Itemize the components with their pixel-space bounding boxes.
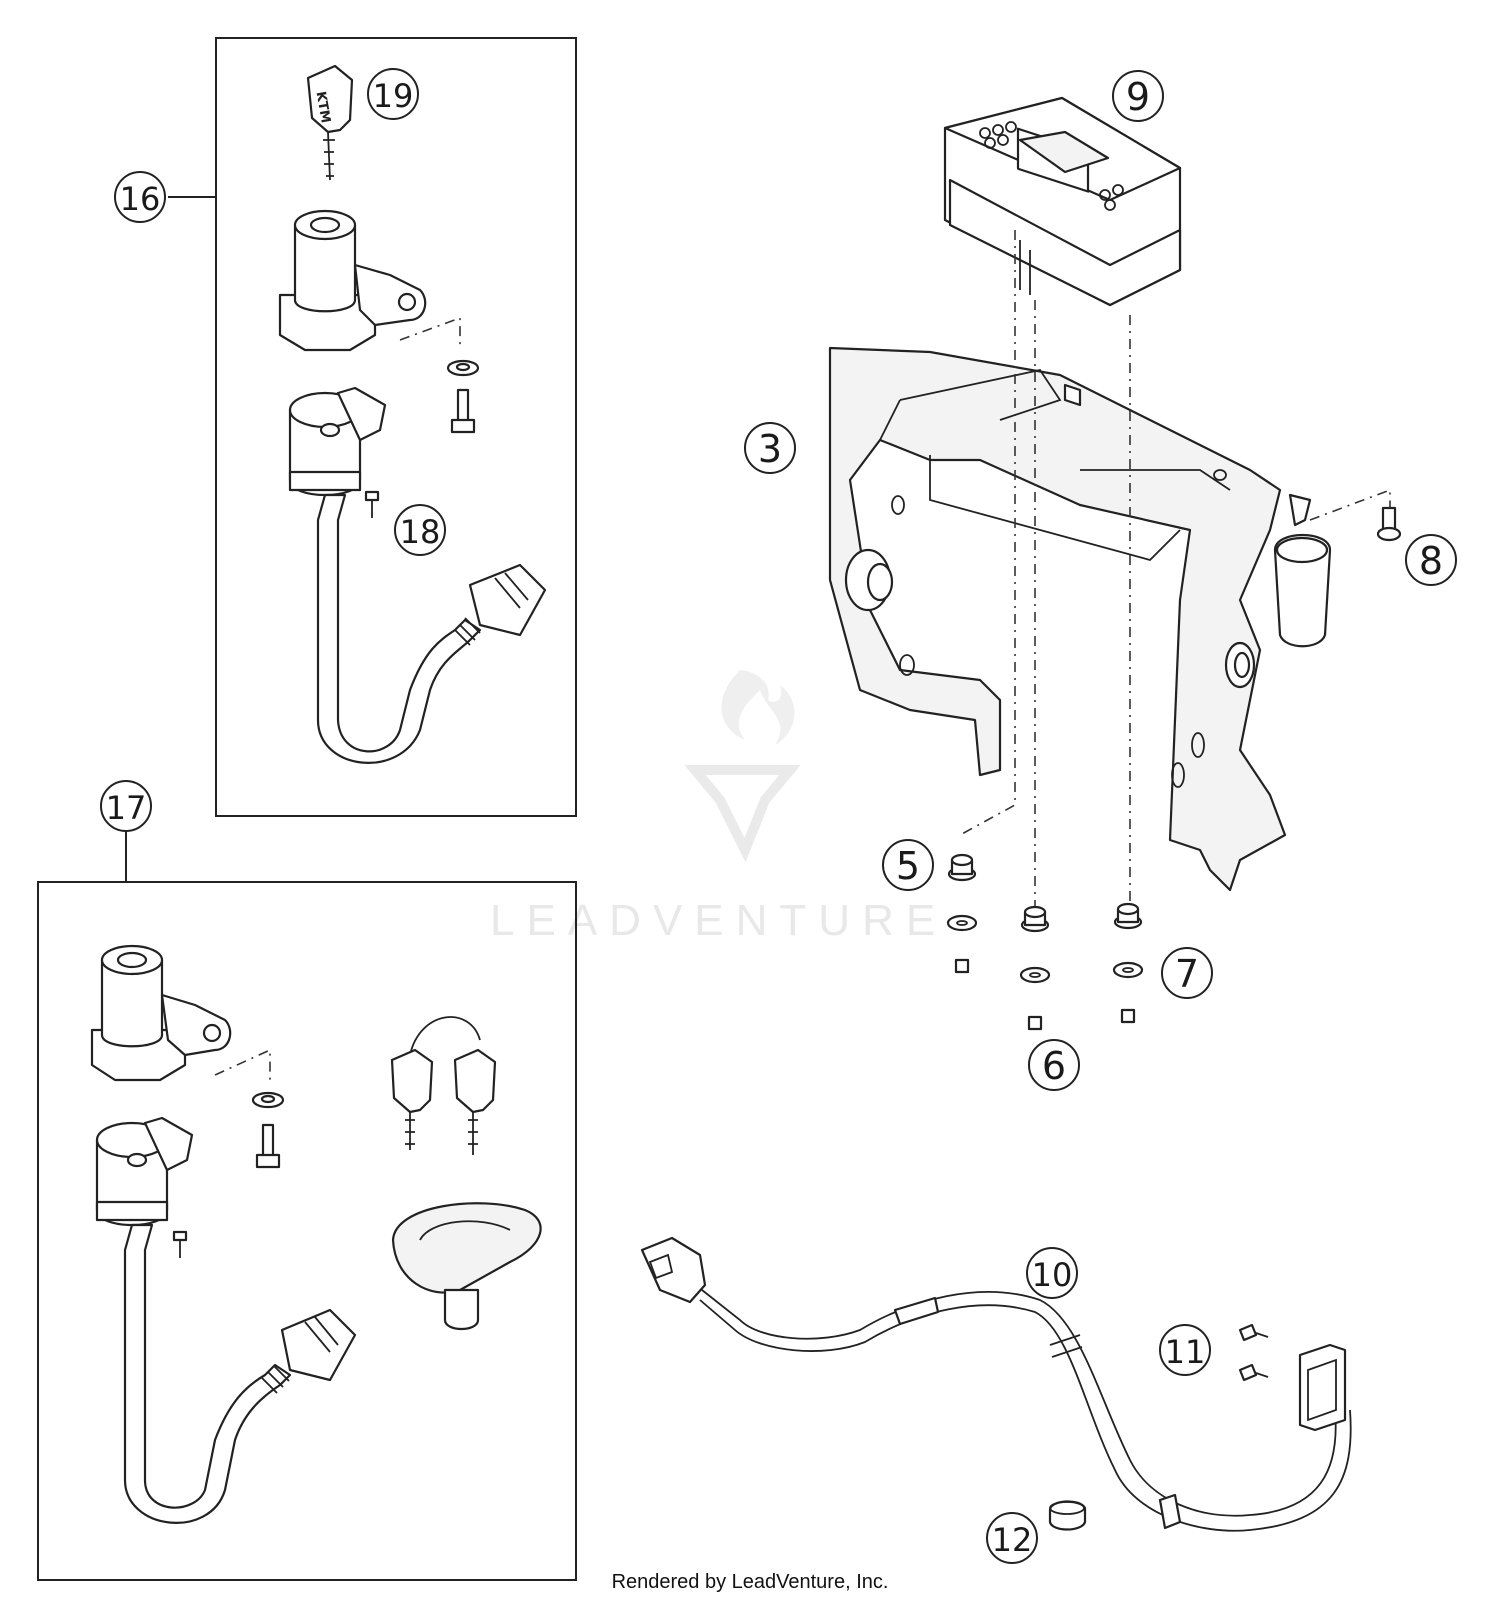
small-screw-17	[172, 1230, 188, 1258]
ignition-switch-16	[288, 386, 547, 764]
callout-7-label: 7	[1175, 952, 1199, 996]
washer-screw-17	[251, 1091, 285, 1169]
key-pair-17	[390, 1016, 497, 1155]
key-brand-label: KTM	[313, 90, 333, 124]
callout-8: 8	[1405, 534, 1457, 586]
instrument-bracket-3	[828, 346, 1332, 892]
callout-7: 7	[1161, 947, 1213, 999]
screws-11	[1238, 1323, 1269, 1382]
lock-cylinder	[278, 209, 461, 352]
callout-5: 5	[882, 839, 934, 891]
callout-19: 19	[367, 68, 419, 120]
speed-sensor-cable-10	[640, 1236, 1352, 1532]
callout-6-label: 6	[1042, 1044, 1066, 1088]
callout-12-label: 12	[992, 1521, 1033, 1559]
callout-16: 16	[114, 171, 166, 223]
callout-18: 18	[394, 504, 446, 556]
callout-18-label: 18	[400, 513, 441, 551]
callout-5-label: 5	[896, 844, 920, 888]
callout-11-label: 11	[1165, 1333, 1206, 1371]
callout-12: 12	[986, 1512, 1038, 1564]
callout-17-label: 17	[106, 789, 147, 827]
callout-3: 3	[744, 422, 796, 474]
callout-3-label: 3	[758, 427, 782, 471]
callout-8-label: 8	[1419, 539, 1443, 583]
speedometer-9	[943, 96, 1182, 307]
callout-10: 10	[1026, 1247, 1078, 1299]
callout-17: 17	[100, 780, 152, 832]
cable-clamp-12	[1048, 1500, 1087, 1531]
screw-8	[1376, 506, 1402, 542]
watermark-text: LEADVENTURE	[490, 896, 947, 945]
small-screw-18	[364, 490, 380, 518]
render-credit: Rendered by LeadVenture, Inc.	[612, 1571, 889, 1593]
kit-box-17	[37, 881, 577, 1581]
callout-6: 6	[1028, 1039, 1080, 1091]
callout-9: 9	[1112, 70, 1164, 122]
callout-19-label: 19	[373, 77, 414, 115]
lock-cap-17	[391, 1202, 542, 1331]
leadventure-watermark: LEADVENTURE	[490, 670, 947, 945]
lock-cylinder-17	[90, 944, 271, 1085]
ignition-key-19: KTM	[306, 64, 354, 181]
callout-11: 11	[1159, 1324, 1211, 1376]
grommets-washers-nuts	[946, 853, 1144, 1031]
washer-screw-16	[446, 359, 480, 434]
callout-16-label: 16	[120, 180, 161, 218]
callout-9-label: 9	[1126, 75, 1150, 119]
ignition-switch-17	[95, 1116, 357, 1524]
assembly-lines	[959, 230, 1391, 910]
callout-10-label: 10	[1032, 1256, 1073, 1294]
kit-box-16	[215, 37, 577, 817]
